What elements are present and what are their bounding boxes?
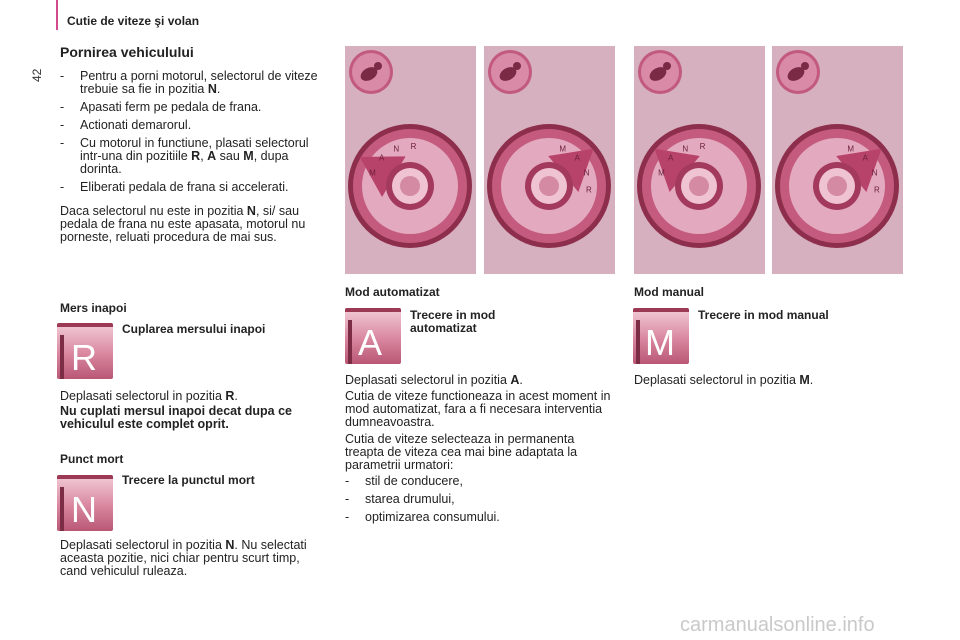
dial-letter: R — [874, 185, 880, 194]
dial-letter: M — [847, 144, 854, 153]
gear-dial-drawing: MAN R — [348, 50, 472, 248]
start-steps-list: Pentru a porni motorul, selectorul de vi… — [60, 70, 330, 199]
page-title: Pornirea vehiculului — [60, 44, 194, 60]
list-item: Actionati demarorul. — [60, 119, 330, 133]
list-item: Pentru a porni motorul, selectorul de vi… — [60, 70, 330, 96]
dial-letter: M — [658, 168, 665, 177]
neutral-heading: Punct mort — [60, 452, 124, 466]
auto-button-image: A — [345, 308, 401, 364]
auto-button-letter: A — [358, 322, 383, 363]
auto-mode-heading: Mod automatizat — [345, 285, 440, 299]
auto-mode-paragraph-1: Cutia de viteze functioneaza in acest mo… — [345, 389, 611, 429]
reverse-button-letter: R — [71, 337, 97, 378]
dial-letter: A — [575, 154, 581, 163]
section-header: Cutie de viteze şi volan — [67, 14, 200, 28]
dial-letter: R — [586, 185, 592, 194]
list-item: starea drumului, — [345, 493, 615, 507]
watermark: carmanualsonline.info — [680, 614, 875, 636]
list-item: optimizarea consumului. — [345, 511, 615, 525]
neutral-label: Trecere la punctul mort — [122, 473, 255, 487]
auto-mode-text: Deplasati selectorul in pozitia A. — [345, 373, 523, 387]
reverse-label: Cuplarea mersului inapoi — [122, 322, 266, 336]
dial-letter: R — [700, 142, 706, 151]
manual-button-image: M — [633, 308, 689, 364]
list-item: Eliberati pedala de frana si accelerati. — [60, 181, 330, 195]
reverse-button-image: R — [57, 323, 113, 379]
list-item: Apasati ferm pe pedala de frana. — [60, 101, 330, 115]
manual-mode-label: Trecere in mod manual — [698, 308, 829, 322]
reverse-warning: Nu cuplati mersul inapoi decat dupa ce v… — [60, 404, 292, 431]
list-item: Cu motorul in functiune, plasati selecto… — [60, 137, 330, 176]
dial-letter: R — [411, 142, 417, 151]
auto-mode-paragraph-2: Cutia de viteze selecteaza in permanenta… — [345, 432, 578, 472]
reverse-text: Deplasati selectorul in pozitia R. — [60, 389, 238, 403]
auto-mode-parameters-list: stil de conducere, starea drumului, opti… — [345, 475, 615, 529]
manual-mode-text: Deplasati selectorul in pozitia M. — [634, 373, 814, 387]
page-number: 42 — [30, 68, 44, 82]
dial-letter: A — [668, 154, 674, 163]
manual-mode-heading: Mod manual — [634, 285, 705, 299]
dial-letter: A — [863, 154, 869, 163]
manual-button-letter: M — [645, 322, 675, 363]
dial-letter: M — [559, 144, 566, 153]
dial-letter: N — [393, 144, 399, 153]
reverse-heading: Mers inapoi — [60, 301, 127, 315]
neutral-text: Deplasati selectorul in pozitia N. Nu se… — [60, 538, 307, 578]
list-item: stil de conducere, — [345, 475, 615, 489]
dial-letter: N — [682, 144, 688, 153]
gear-dial-drawing: MAN R — [637, 50, 761, 248]
section-accent-bar — [56, 0, 58, 30]
dial-letter: M — [369, 168, 376, 177]
neutral-button-image: N — [57, 475, 113, 531]
dial-letter: A — [379, 154, 385, 163]
dial-letter: N — [584, 168, 590, 177]
dial-letter: N — [872, 168, 878, 177]
neutral-button-letter: N — [71, 489, 97, 530]
start-note: Daca selectorul nu este in pozitia N, si… — [60, 204, 306, 244]
auto-mode-label: Trecere in mod automatizat — [410, 308, 496, 335]
